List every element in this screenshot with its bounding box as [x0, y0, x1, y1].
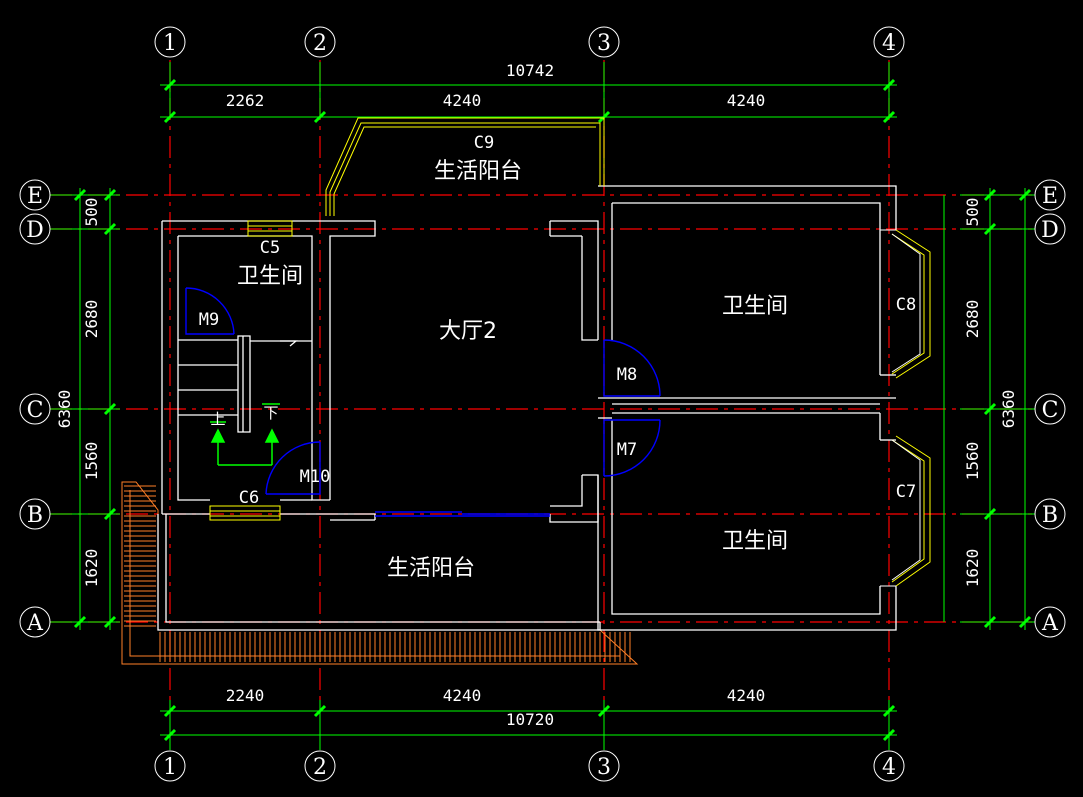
- window-tag-c9: C9: [474, 133, 494, 153]
- axis-label-row-c: C: [27, 398, 44, 423]
- room-balcony-top: 生活阳台: [434, 159, 522, 184]
- axis-bubbles: [19, 26, 1066, 782]
- axis-label-col-4-bottom: 4: [882, 755, 896, 780]
- room-bath-left: 卫生间: [237, 264, 303, 289]
- dim-top-2: 4240: [443, 91, 482, 110]
- dim-bottom-2: 4240: [443, 686, 482, 705]
- room-labels: 生活阳台 卫生间 大厅2 卫生间 卫生间 生活阳台: [237, 159, 788, 581]
- room-bath-right-top: 卫生间: [722, 294, 788, 319]
- axis-label-col-3: 3: [597, 31, 611, 56]
- axis-label-row-b-right: B: [1042, 503, 1058, 528]
- stair-down-label: 下: [263, 404, 278, 422]
- axis-label-col-2: 2: [313, 31, 327, 56]
- axis-label-row-e: E: [27, 184, 43, 209]
- dim-left-500: 500: [82, 198, 101, 227]
- axis-label-row-a: A: [26, 611, 44, 636]
- door-tag-m7: M7: [617, 440, 637, 460]
- window-tag-c8: C8: [896, 295, 916, 315]
- dim-left-1620: 1620: [82, 549, 101, 588]
- axis-label-col-1-bottom: 1: [163, 755, 177, 780]
- walls: [157, 185, 897, 631]
- room-balcony-bottom: 生活阳台: [387, 556, 475, 581]
- dim-bottom-1: 2240: [226, 686, 265, 705]
- dim-left-total: 6360: [55, 390, 74, 429]
- dimension-labels: 10742 2262 4240 4240 2240 4240 4240 1072…: [55, 61, 1018, 729]
- windows: [209, 117, 931, 587]
- dim-right-1620: 1620: [963, 549, 982, 588]
- dim-left-2680: 2680: [82, 300, 101, 339]
- axis-label-row-d-right: D: [1041, 218, 1059, 243]
- door-tag-m9: M9: [199, 310, 219, 330]
- door-tag-m8: M8: [617, 365, 637, 385]
- stair-up-label: 上: [210, 410, 225, 428]
- room-hall: 大厅2: [439, 319, 497, 344]
- axis-label-row-e-right: E: [1042, 184, 1058, 209]
- axis-label-row-b: B: [27, 503, 43, 528]
- axis-label-row-a-right: A: [1041, 611, 1059, 636]
- dim-top-total: 10742: [506, 61, 554, 80]
- room-bath-right-bottom: 卫生间: [722, 529, 788, 554]
- tag-labels: C9 C5 C6 C8 C7 M9 M10 M8 M7 上 下: [199, 133, 916, 508]
- axis-label-row-c-right: C: [1042, 398, 1059, 423]
- axis-grid-lines: [50, 60, 1035, 700]
- stair-arrows: [210, 403, 280, 466]
- doors: [185, 287, 661, 517]
- dimension-ticks: [73, 78, 1032, 742]
- dim-right-2680: 2680: [963, 300, 982, 339]
- dim-bottom-3: 4240: [727, 686, 766, 705]
- window-tag-c6: C6: [239, 488, 259, 508]
- dim-top-3: 4240: [727, 91, 766, 110]
- dim-right-1560: 1560: [963, 442, 982, 481]
- axis-labels: 1 2 3 4 1 2 3 4 E D C B A E D C B A: [26, 31, 1059, 780]
- axis-extension-lines: [50, 62, 1035, 750]
- axis-label-col-4: 4: [882, 31, 896, 56]
- axis-label-col-1: 1: [163, 31, 177, 56]
- door-tag-m10: M10: [300, 467, 331, 487]
- roof-eave-hatch: [121, 481, 639, 665]
- axis-label-row-d: D: [26, 218, 44, 243]
- dim-left-1560: 1560: [82, 442, 101, 481]
- dim-bottom-total: 10720: [506, 710, 554, 729]
- axis-label-col-3-bottom: 3: [597, 755, 611, 780]
- dim-right-500: 500: [963, 198, 982, 227]
- window-frames-white: [880, 229, 921, 587]
- axis-label-col-2-bottom: 2: [313, 755, 327, 780]
- window-tag-c7: C7: [896, 482, 916, 502]
- window-tag-c5: C5: [260, 238, 280, 258]
- dim-right-total: 6360: [999, 390, 1018, 429]
- dim-top-1: 2262: [226, 91, 265, 110]
